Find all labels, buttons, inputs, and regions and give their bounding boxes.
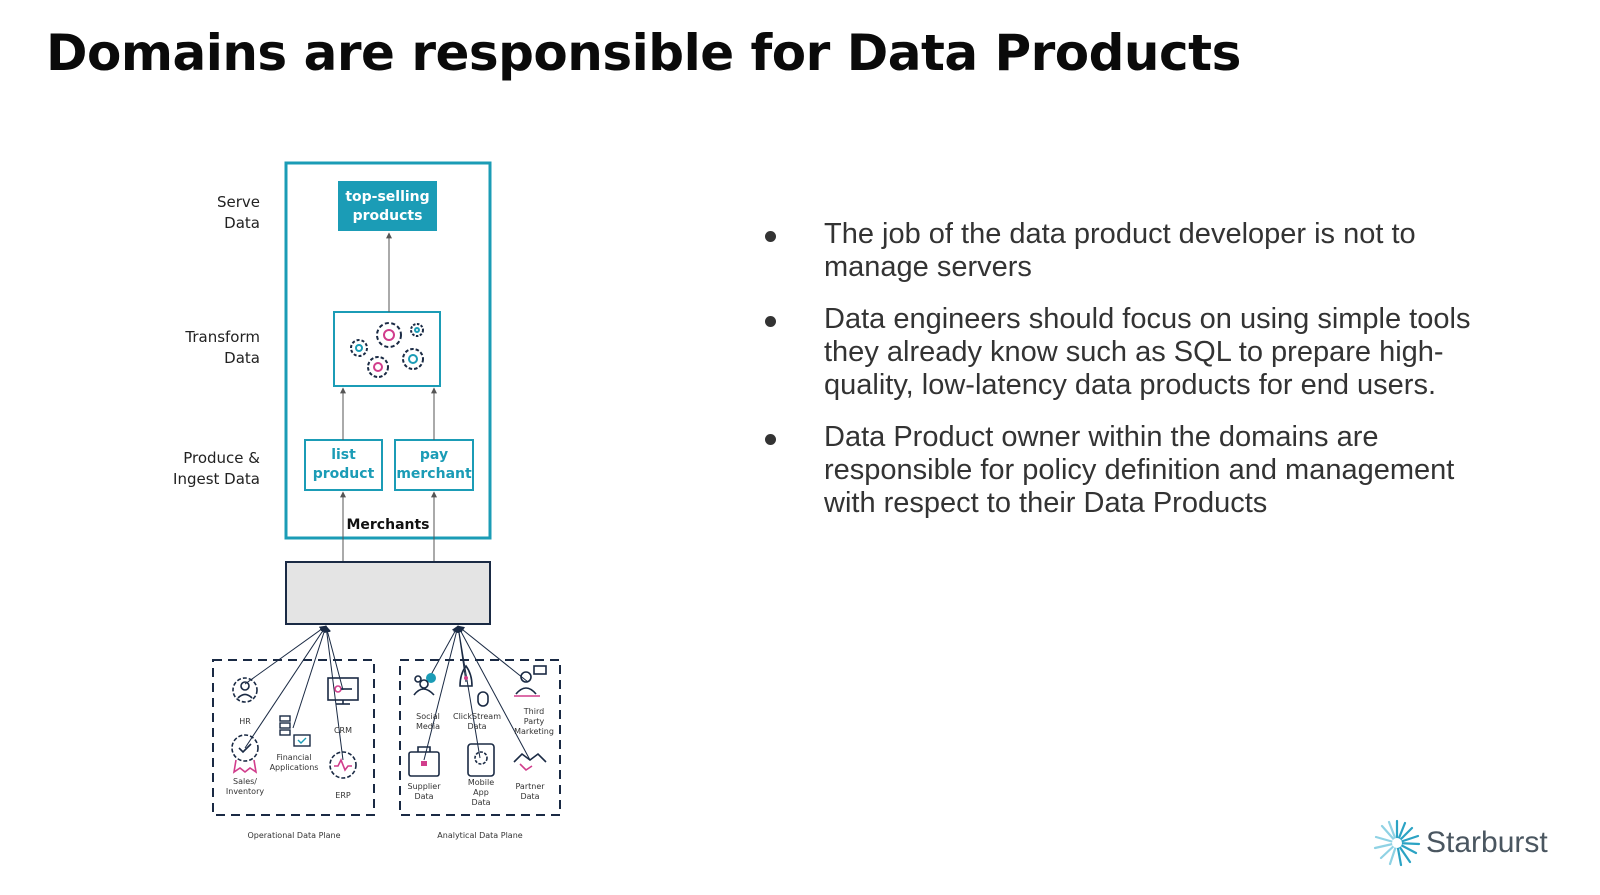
- operational-plane-label: Operational Data Plane: [247, 831, 341, 840]
- top-selling-products-box: [338, 181, 437, 231]
- sales-inventory-label: Sales/ Inventory: [225, 777, 265, 796]
- financial-applications-label: Financial Applications: [269, 753, 319, 772]
- bullet-item: Data Product owner within the domains ar…: [760, 421, 1480, 520]
- bullet-dot: [765, 316, 776, 327]
- transform-box: [333, 311, 441, 387]
- clickstream-icon: [459, 664, 489, 707]
- crm-icon: [327, 677, 359, 705]
- sales-inventory-icon: [231, 734, 259, 774]
- bullet-list: The job of the data product developer is…: [760, 218, 1480, 539]
- operational-plane-box: [212, 659, 375, 816]
- third-party-marketing-label: Third Party Marketing: [514, 707, 554, 736]
- operational-connectors: [244, 625, 344, 761]
- analytical-connectors: [423, 625, 531, 761]
- starburst-logo: Starburst: [1372, 818, 1572, 868]
- financial-applications-icon: [279, 715, 311, 747]
- merchants-domain-box: [284, 161, 492, 540]
- partner-data-label: Partner Data: [515, 782, 545, 801]
- crm-label: CRM: [333, 726, 353, 735]
- supplier-data-label: Supplier Data: [407, 782, 441, 801]
- data-platform-box: [285, 561, 491, 625]
- bullet-item: The job of the data product developer is…: [760, 218, 1480, 284]
- partner-data-icon: [513, 752, 547, 772]
- top-selling-products-text: top-selling products: [345, 189, 430, 224]
- list-product-box: [304, 439, 383, 491]
- hr-icon: [232, 677, 258, 703]
- erp-label: ERP: [335, 791, 351, 800]
- starburst-wordmark: Starburst: [1426, 826, 1548, 859]
- social-media-icon: [413, 673, 436, 696]
- produce-ingest-label: Produce & Ingest Data: [173, 449, 260, 488]
- transform-data-label: Transform Data: [185, 328, 260, 367]
- merchants-label: Merchants: [346, 517, 430, 533]
- supplier-data-icon: [408, 746, 440, 777]
- starburst-icon: [1373, 819, 1421, 867]
- analytical-plane-box: [399, 659, 561, 816]
- social-media-label: Social Media: [415, 712, 441, 731]
- analytical-plane-label: Analytical Data Plane: [437, 831, 523, 840]
- slide-title: Domains are responsible for Data Product…: [46, 24, 1241, 82]
- hr-label: HR: [239, 717, 251, 726]
- serve-data-label: Serve Data: [216, 193, 260, 232]
- bullet-dot: [765, 434, 776, 445]
- erp-icon: [329, 751, 357, 779]
- list-product-text: list product: [312, 447, 375, 482]
- gears-icon: [350, 322, 424, 378]
- mobile-app-data-label: Mobile App Data: [467, 778, 495, 807]
- pay-merchant-text: pay merchant: [396, 447, 472, 482]
- bullet-item: Data engineers should focus on using sim…: [760, 303, 1480, 402]
- mobile-app-data-icon: [467, 743, 495, 777]
- bullet-dot: [765, 231, 776, 242]
- clickstream-label: ClickStream Data: [452, 712, 501, 731]
- third-party-marketing-icon: [514, 665, 547, 697]
